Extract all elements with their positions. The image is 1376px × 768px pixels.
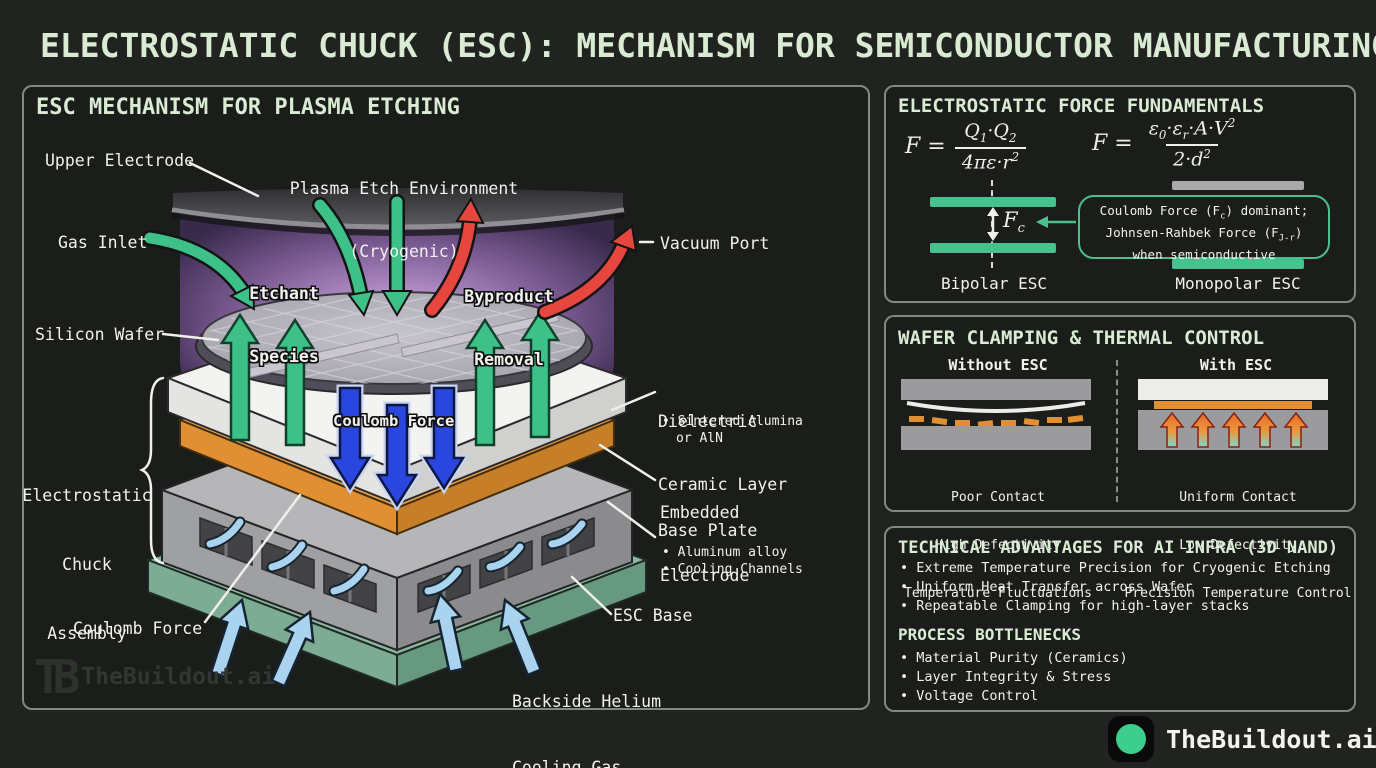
bottleneck-bullet: • Material Purity (Ceramics) [900, 650, 1128, 666]
advantage-bullet: • Repeatable Clamping for high-layer sta… [900, 598, 1250, 614]
label-plasma-environment: Plasma Etch Environment (Cryogenic) [289, 179, 519, 261]
bottleneck-bullet: • Layer Integrity & Stress [900, 669, 1112, 685]
with-esc-title: With ESC [1199, 356, 1273, 374]
label-dielectric-bullet2: or AlN [676, 431, 723, 446]
page-title: ELECTROSTATIC CHUCK (ESC): MECHANISM FOR… [40, 26, 1376, 65]
watermark-tb-logo: TB [34, 650, 80, 704]
with-esc-captions: Uniform Contact Low Defectivity Precisio… [1124, 490, 1352, 601]
label-backside-helium: Backside Helium Cooling Gas [512, 692, 662, 768]
advantage-bullet: • Extreme Temperature Precision for Cryo… [900, 560, 1331, 576]
brand-name: TheBuildout.ai [1166, 724, 1376, 754]
label-coulomb-force-bottom: Coulomb Force [73, 619, 203, 638]
label-embedded-electrode: Embedded Electrode [660, 503, 750, 585]
label-vacuum-port: Vacuum Port [660, 234, 770, 253]
coulomb-force-formula: F = Q1·Q2 4πε·r2 [905, 120, 1027, 173]
brand-logo-square [1108, 716, 1154, 762]
label-base-plate-bullet1: • Aluminum alloy [662, 545, 788, 560]
bottlenecks-header: PROCESS BOTTLENECKS [898, 625, 1082, 644]
watermark-text: TheBuildout.ai [81, 664, 276, 690]
brand-logo-circle-icon [1116, 724, 1146, 754]
label-base-plate: Base Plate [658, 521, 758, 540]
bottleneck-bullet: • Voltage Control [900, 688, 1039, 704]
technical-advantages-panel [884, 526, 1356, 712]
bipolar-top-electrode-bar [930, 197, 1056, 207]
label-esc-base: ESC Base [613, 606, 693, 625]
clamping-divider [1116, 360, 1118, 502]
label-dielectric-layer: Dielectric Ceramic Layer [658, 412, 788, 494]
fc-label: Fc [1003, 208, 1025, 237]
bipolar-axis-dashed-line [991, 180, 993, 268]
label-coulomb-force-center: Coulomb Force [333, 412, 455, 430]
label-gas-inlet: Gas Inlet [58, 233, 148, 252]
label-upper-electrode: Upper Electrode [45, 151, 195, 170]
bipolar-bottom-electrode-bar [930, 243, 1056, 253]
monopolar-bottom-bar [1172, 259, 1304, 269]
clamping-panel-header: WAFER CLAMPING & THERMAL CONTROL [898, 327, 1265, 349]
monopolar-caption: Monopolar ESC [1175, 274, 1301, 293]
label-base-plate-bullet2: • Cooling Channels [662, 562, 803, 577]
label-silicon-wafer: Silicon Wafer [35, 325, 165, 344]
without-esc-title: Without ESC [948, 356, 1048, 374]
label-etchant-species: Etchant Species [249, 284, 319, 366]
advantage-bullet: • Uniform Heat Transfer across Wafer [900, 579, 1193, 595]
without-esc-captions: Poor Contact High Defectivity Temperatur… [904, 490, 1092, 601]
watermark: TB TheBuildout.ai [34, 650, 275, 704]
force-panel-header: ELECTROSTATIC FORCE FUNDAMENTALS [898, 95, 1265, 117]
advantages-header: TECHNICAL ADVANTAGES FOR AI INFRA (3D NA… [898, 538, 1339, 558]
bipolar-caption: Bipolar ESC [941, 274, 1047, 293]
monopolar-top-bar [1172, 181, 1304, 190]
capacitive-force-formula: F = ε0·εr·A·V2 2·d2 [1092, 116, 1236, 171]
force-type-callout: Coulomb Force (Fc) dominant; Johnsen-Rah… [1078, 195, 1330, 262]
label-esc-assembly: Electrostatic Chuck Assembly [22, 486, 152, 643]
mechanism-panel-header: ESC MECHANISM FOR PLASMA ETCHING [36, 95, 460, 120]
label-byproduct-removal: Byproduct Removal [464, 287, 554, 369]
label-dielectric-bullet1: • Sintered Alumina [662, 414, 803, 429]
brand-footer: TheBuildout.ai [1108, 716, 1376, 762]
